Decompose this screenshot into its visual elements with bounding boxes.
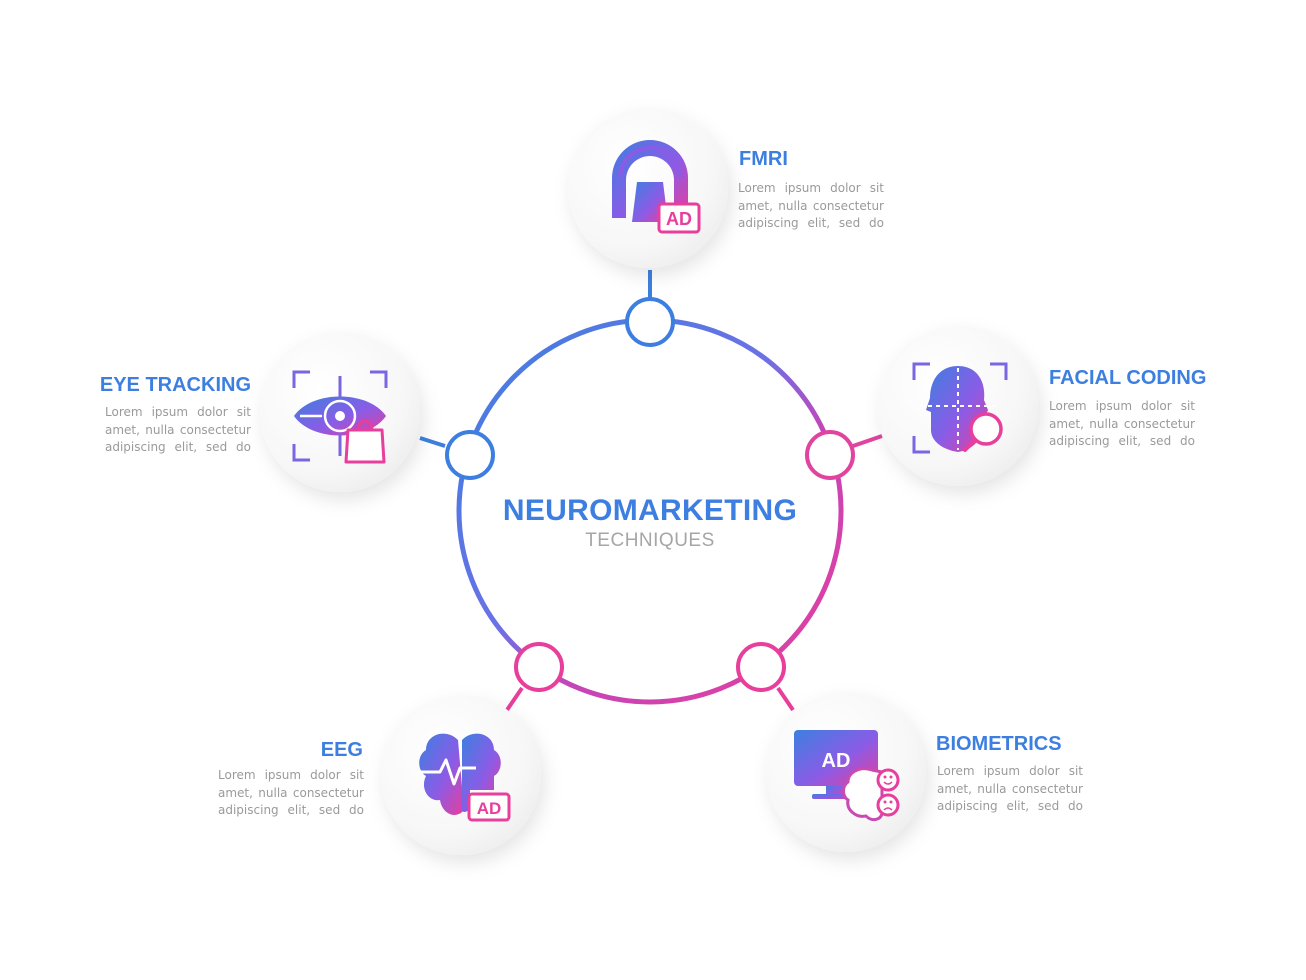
biometrics-desc-line-1: Lorem ipsum dolor sit [937, 764, 1083, 778]
ring-node-eeg [514, 642, 564, 692]
ring-node-fmri [625, 297, 675, 347]
facial-coding-desc-line-2: amet, nulla consectetur [1049, 416, 1195, 431]
facial-coding-desc-line-3: adipiscing elit, sed do [1049, 434, 1195, 448]
ring-node-eye-tracking [445, 430, 495, 480]
fmri-ad-label: AD [666, 209, 692, 229]
facial-coding-desc-line-1: Lorem ipsum dolor sit [1049, 399, 1195, 413]
eye-target-shopping-bag-icon [292, 370, 388, 464]
eeg-desc-line-1: Lorem ipsum dolor sit [218, 768, 364, 782]
facial-coding-title: FACIAL CODING [1049, 367, 1207, 389]
eye-tracking-desc-line-1: Lorem ipsum dolor sit [105, 405, 251, 419]
fmri-title: FMRI [739, 148, 788, 170]
center-title: NEUROMARKETING [502, 494, 798, 527]
monitor-ad-brain-emotions-icon: AD [794, 730, 900, 822]
connector-facial-coding [852, 434, 883, 448]
eye-tracking-desc-line-2: amet, nulla consectetur [105, 422, 251, 437]
connector-eeg [505, 686, 524, 712]
eye-tracking-title: EYE TRACKING [99, 374, 251, 396]
face-scan-magnifier-icon [912, 362, 1008, 454]
ring-node-facial-coding [805, 430, 855, 480]
center-subtitle: TECHNIQUES [585, 530, 715, 551]
fmri-desc-line-2: amet, nulla consectetur [738, 198, 884, 213]
eeg-title: EEG [320, 739, 363, 761]
eeg-description: Lorem ipsum dolor sit amet, nulla consec… [218, 767, 364, 820]
ring-node-biometrics [736, 642, 786, 692]
eeg-desc-line-3: adipiscing elit, sed do [218, 803, 364, 817]
eye-tracking-desc-line-3: adipiscing elit, sed do [105, 440, 251, 454]
eeg-ad-label: AD [477, 799, 502, 818]
fmri-desc-line-3: adipiscing elit, sed do [738, 216, 884, 230]
connector-biometrics [776, 686, 795, 712]
eye-tracking-description: Lorem ipsum dolor sit amet, nulla consec… [105, 404, 251, 457]
eeg-desc-line-2: amet, nulla consectetur [218, 785, 364, 800]
biometrics-desc-line-2: amet, nulla consectetur [937, 781, 1083, 796]
mri-scanner-ad-icon: AD [612, 140, 701, 234]
connector-eye-tracking [419, 436, 446, 448]
fmri-description: Lorem ipsum dolor sit amet, nulla consec… [738, 180, 884, 233]
biometrics-title: BIOMETRICS [936, 733, 1062, 755]
facial-coding-description: Lorem ipsum dolor sit amet, nulla consec… [1049, 398, 1195, 451]
biometrics-ad-label: AD [822, 750, 851, 772]
brain-wave-ad-icon: AD [419, 733, 511, 822]
fmri-desc-line-1: Lorem ipsum dolor sit [738, 181, 884, 195]
biometrics-description: Lorem ipsum dolor sit amet, nulla consec… [937, 763, 1083, 816]
biometrics-desc-line-3: adipiscing elit, sed do [937, 799, 1083, 813]
